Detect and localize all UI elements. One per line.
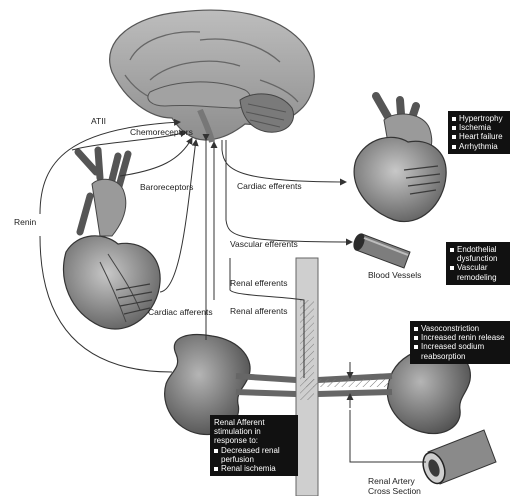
vessel-effect-item: Endothelial dysfunction [450,245,506,263]
kidney-effects-box: Vasoconstriction Increased renin release… [410,321,510,364]
brain [110,10,315,142]
renal-artery-cross-section [419,430,496,486]
baroreceptors-label: Baroreceptors [140,183,193,192]
vessel-effect-item: Vascular remodeling [450,263,506,281]
kidney-effect-item: Increased renin release [414,333,506,342]
renal-artery-label-line2: Cross Section [368,487,421,496]
renal-afferents-label: Renal afferents [230,307,288,316]
heart-effect-item: Ischemia [452,123,510,132]
blood-vessels-label: Blood Vessels [368,271,421,280]
atii-label: ATII [91,117,106,126]
renal-afferent-intro: Renal Afferent stimulation in response t… [214,418,294,446]
heart-effect-item: Arrhythmia [452,142,510,151]
renal-afferent-item: Decreased renal perfusion [214,446,294,464]
heart-effect-item: Hypertrophy [452,114,510,123]
renal-artery-label-line1: Renal Artery [368,477,415,486]
kidney-effect-item: Increased sodium reabsorption [414,342,506,360]
heart-effect-item: Heart failure [452,132,510,141]
renin-label: Renin [14,218,36,227]
heart-left [64,150,161,329]
heart-right [354,96,446,222]
cardiac-afferents-label: Cardiac afferents [148,308,213,317]
blood-vessel-tube [351,232,410,268]
renal-afferent-item: Renal ischemia [214,464,294,473]
renal-efferents-label: Renal efferents [230,279,288,288]
spinal-column [296,258,318,496]
renal-afferent-box: Renal Afferent stimulation in response t… [210,415,298,476]
cardiac-efferents-label: Cardiac efferents [237,182,302,191]
vessel-effects-box: Endothelial dysfunction Vascular remodel… [446,242,510,285]
vascular-efferents-label: Vascular efferents [230,240,298,249]
heart-effects-box: Hypertrophy Ischemia Heart failure Arrhy… [448,111,510,154]
chemoreceptors-label: Chemoreceptors [130,128,193,137]
kidney-effect-item: Vasoconstriction [414,324,506,333]
